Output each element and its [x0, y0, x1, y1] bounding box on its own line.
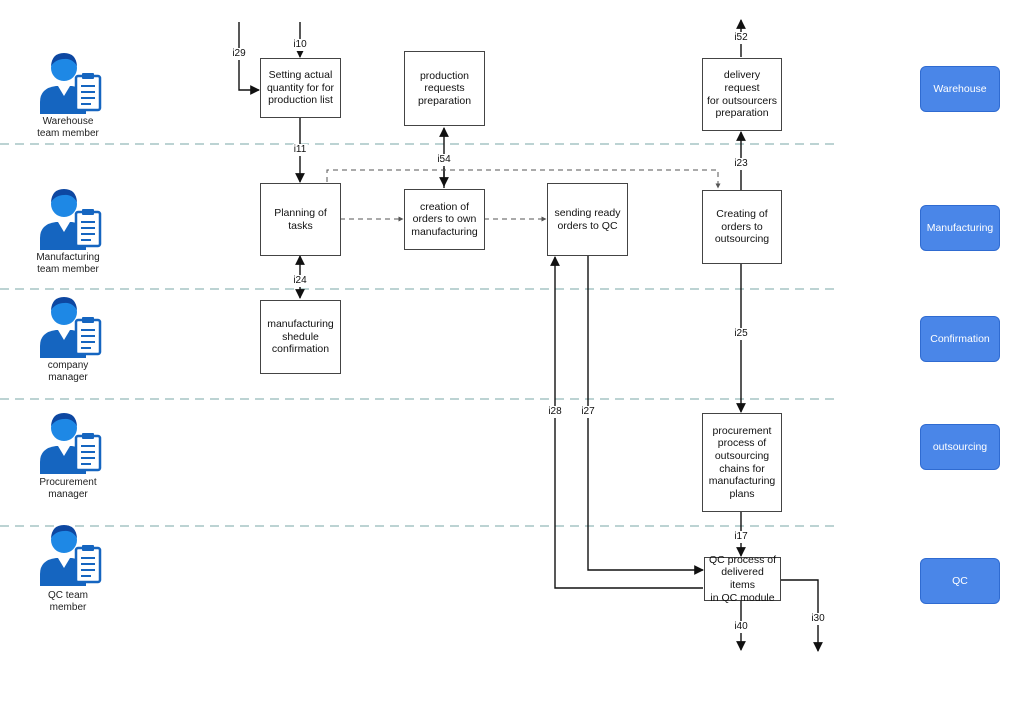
person-clipboard-icon: [40, 297, 102, 358]
role-label-qc: QC team member: [47, 590, 88, 613]
flow-label-i27: i27: [580, 406, 596, 418]
lane-dividers: [0, 143, 838, 527]
box-creating-outsourcing: Creating of orders to outsourcing: [702, 190, 782, 264]
flow-label-i17: i17: [733, 531, 749, 543]
flow-label-i29: i29: [231, 48, 247, 60]
role-label-confirmation: company manager: [47, 360, 89, 383]
box-sending-orders: sending ready orders to QC: [547, 183, 628, 256]
box-procurement-process: procurement process of outsourcing chain…: [702, 413, 782, 512]
flow-i27: [587, 256, 704, 575]
flow-label-i10: i10: [292, 39, 308, 51]
role-label-outsourcing: Procurement manager: [39, 477, 97, 500]
flow-label-i24: i24: [292, 275, 308, 287]
person-clipboard-icon: [40, 53, 102, 114]
lane-button-confirmation[interactable]: Confirmation: [920, 316, 1000, 362]
box-setting-quantity: Setting actual quantity for for producti…: [260, 58, 341, 118]
box-qc-process: QC process of delivered items in QC modu…: [704, 554, 781, 604]
flow-label-i40: i40: [733, 621, 749, 633]
lane-button-manufacturing[interactable]: Manufacturing: [920, 205, 1000, 251]
box-planning: Planning of tasks: [260, 183, 341, 256]
box-production-requests: production requests preparation: [404, 51, 485, 126]
flow-label-i11: i11: [292, 144, 308, 156]
flow-label-i28: i28: [547, 406, 563, 418]
role-label-manufacturing: Manufacturing team member: [36, 252, 100, 275]
lane-button-outsourcing[interactable]: outsourcing: [920, 424, 1000, 470]
flow-label-i23: i23: [733, 158, 749, 170]
person-clipboard-icon: [40, 189, 102, 250]
box-schedule-confirmation: manufacturing shedule confirmation: [260, 300, 341, 374]
role-label-warehouse: Warehouse team member: [37, 116, 99, 139]
box-creation-orders: creation of orders to own manufacturing: [404, 189, 485, 250]
lane-button-warehouse[interactable]: Warehouse: [920, 66, 1000, 112]
person-clipboard-icon: [40, 413, 102, 474]
flow-label-i54: i54: [436, 154, 452, 166]
flow-i28: [550, 256, 703, 589]
dashed-flow-planning-to-outsourcing: [326, 169, 721, 189]
lane-button-qc[interactable]: QC: [920, 558, 1000, 604]
flow-label-i25: i25: [733, 328, 749, 340]
box-delivery-request: delivery request for outsourcers prepara…: [702, 58, 782, 131]
flow-label-i30: i30: [810, 613, 826, 625]
flow-i30: [780, 579, 823, 652]
person-clipboard-icon: [40, 525, 102, 586]
flow-i29: [238, 22, 260, 95]
flow-label-i52: i52: [733, 32, 749, 44]
